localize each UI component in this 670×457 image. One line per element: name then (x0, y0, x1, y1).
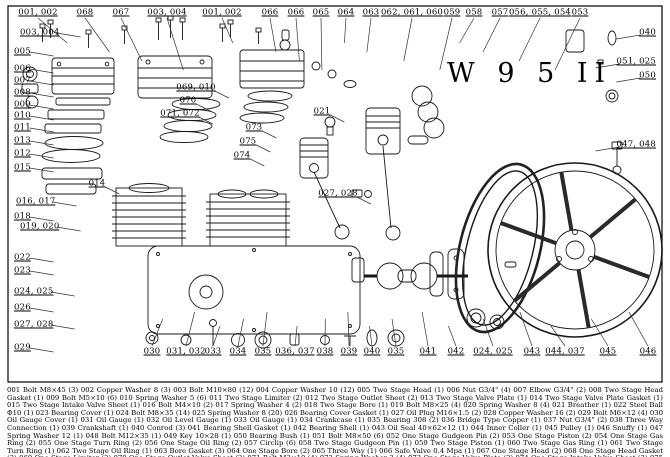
bearing-shell-and-seals (429, 248, 517, 330)
part-callout: 047, 048 (616, 139, 656, 150)
part-callout: 024, 025 (14, 286, 54, 297)
drive-belt (454, 162, 546, 334)
part-callout: 062, 061, 060 (380, 7, 444, 18)
part-callout: 019, 020 (20, 221, 60, 232)
part-callout: 045 (599, 346, 617, 357)
part-callout: 040 (363, 346, 381, 357)
part-callout: 001, 002 (202, 7, 242, 18)
parts-list-text: 001 Bolt M8×45 (3) 002 Copper Washer 8 (… (7, 386, 663, 457)
part-callout: 056, 055, 054 (508, 7, 572, 18)
part-callout: 059 (443, 7, 461, 18)
part-callout: 035 (254, 346, 272, 357)
part-callout: 065 (312, 7, 330, 18)
one-stage-head-right (239, 49, 305, 124)
part-callout: 035 (387, 346, 405, 357)
part-callout: 030 (143, 346, 161, 357)
part-callout: 013 (14, 135, 31, 146)
part-callout: 070 (179, 95, 197, 106)
part-callout: 027, 028 (318, 188, 358, 199)
part-callout: 036, 037 (275, 346, 315, 357)
part-callout: 007 (14, 75, 31, 86)
part-callout: 042 (447, 346, 465, 357)
crankshaft (364, 262, 468, 290)
part-callout: 010 (14, 110, 31, 121)
part-callout: 034 (229, 346, 247, 357)
model-title: W 9 5 II (447, 58, 613, 89)
crankcase (147, 189, 372, 335)
drawing-linework (21, 15, 663, 349)
part-callout: 022 (14, 252, 31, 263)
one-stage-piston (365, 85, 445, 155)
part-callout: 018 (14, 211, 31, 222)
part-callout: 038 (316, 346, 334, 357)
part-callout: 023 (14, 265, 31, 276)
part-callout: 044, 037 (545, 346, 585, 357)
part-callout: 068 (76, 7, 94, 18)
part-callout: 003, 004 (147, 7, 187, 18)
part-callout: 014 (88, 178, 106, 189)
two-stage-head (137, 55, 221, 143)
diagram-frame (7, 5, 663, 383)
part-callout: 031, 032 (166, 346, 206, 357)
part-callout: 021 (313, 106, 331, 117)
part-callout: 033 (204, 346, 222, 357)
valve-plate-stack-left (41, 109, 105, 195)
part-callout: 050 (639, 70, 656, 81)
conrods (313, 145, 401, 241)
part-callout: 006 (14, 63, 31, 74)
part-callout: 046 (639, 346, 657, 357)
part-callout: 043 (523, 346, 541, 357)
part-callout: 066 (261, 7, 279, 18)
exploded-view-drawing (7, 5, 663, 383)
part-callout: 071, 072 (160, 108, 200, 119)
part-callout: 001, 002 (18, 7, 58, 18)
part-callout: 012 (14, 148, 31, 159)
part-callout: 024, 025 (473, 346, 513, 357)
part-callout: 015 (14, 162, 31, 173)
part-callout: 058 (465, 7, 483, 18)
part-callout: 026 (14, 302, 31, 313)
part-callout: 069, 010 (176, 82, 216, 93)
part-callout: 027, 028 (14, 319, 54, 330)
right-side-small-parts (565, 29, 623, 175)
part-callout: 005 (14, 46, 31, 57)
part-callout: 041 (419, 346, 437, 357)
leader-lines (29, 17, 649, 353)
part-callout: 074 (233, 150, 251, 161)
part-callout: 073 (245, 122, 263, 133)
part-callout: 067 (112, 7, 130, 18)
part-callout: 016, 017 (16, 196, 56, 207)
bolt-icons (39, 15, 262, 48)
part-callout: 051, 025 (616, 56, 656, 67)
part-callout: 029 (14, 342, 31, 353)
part-callout: 064 (337, 7, 355, 18)
flywheel (487, 162, 663, 338)
part-callout: 053 (571, 7, 589, 18)
part-callout: 009 (14, 99, 31, 110)
part-callout: 066 (287, 7, 305, 18)
one-stage-bore (206, 189, 290, 247)
part-callout: 040 (639, 27, 656, 38)
part-callout: 057 (491, 7, 509, 18)
part-callout: 075 (239, 136, 257, 147)
part-callout: 003, 004 (20, 27, 60, 38)
part-callout: 063 (362, 7, 380, 18)
part-callout: 039 (340, 346, 358, 357)
safe-valve (279, 29, 357, 136)
part-callout: 008 (14, 87, 31, 98)
two-stage-bore (112, 183, 186, 247)
one-stage-head-left (51, 57, 115, 106)
part-callout: 011 (14, 122, 31, 133)
